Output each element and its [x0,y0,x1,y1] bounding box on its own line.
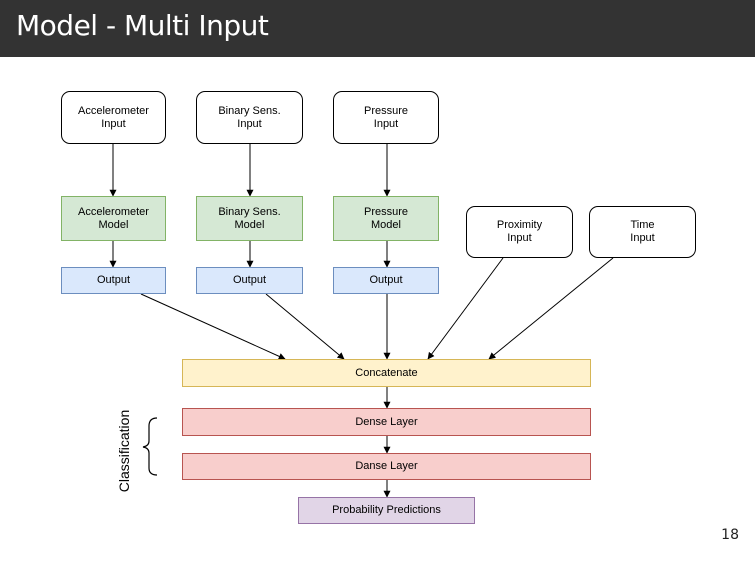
proximity-input-node: Proximity Input [466,206,573,258]
pressure-input-node: Pressure Input [333,91,439,144]
arrow-accel-output-to-concat [140,293,286,360]
accelerometer-model-node: Accelerometer Model [61,196,166,241]
page-number: 18 [721,527,739,543]
slide-header: Model - Multi Input [0,0,755,57]
classification-label: Classification [116,409,132,493]
binary-sens-output-node: Output [196,267,303,294]
pressure-output-node: Output [333,267,439,294]
arrow-proximity-to-concat [427,257,504,360]
danse-layer-node: Danse Layer [182,453,591,480]
slide-title: Model - Multi Input [16,9,269,42]
arrow-time-to-concat [488,257,614,360]
binary-sens-model-node: Binary Sens. Model [196,196,303,241]
classification-brace [142,417,158,476]
accelerometer-input-node: Accelerometer Input [61,91,166,144]
time-input-node: Time Input [589,206,696,258]
probability-predictions-node: Probability Predictions [298,497,475,524]
dense-layer-node: Dense Layer [182,408,591,436]
arrow-binary-output-to-concat [265,293,345,360]
concatenate-node: Concatenate [182,359,591,387]
binary-sens-input-node: Binary Sens. Input [196,91,303,144]
pressure-model-node: Pressure Model [333,196,439,241]
accelerometer-output-node: Output [61,267,166,294]
